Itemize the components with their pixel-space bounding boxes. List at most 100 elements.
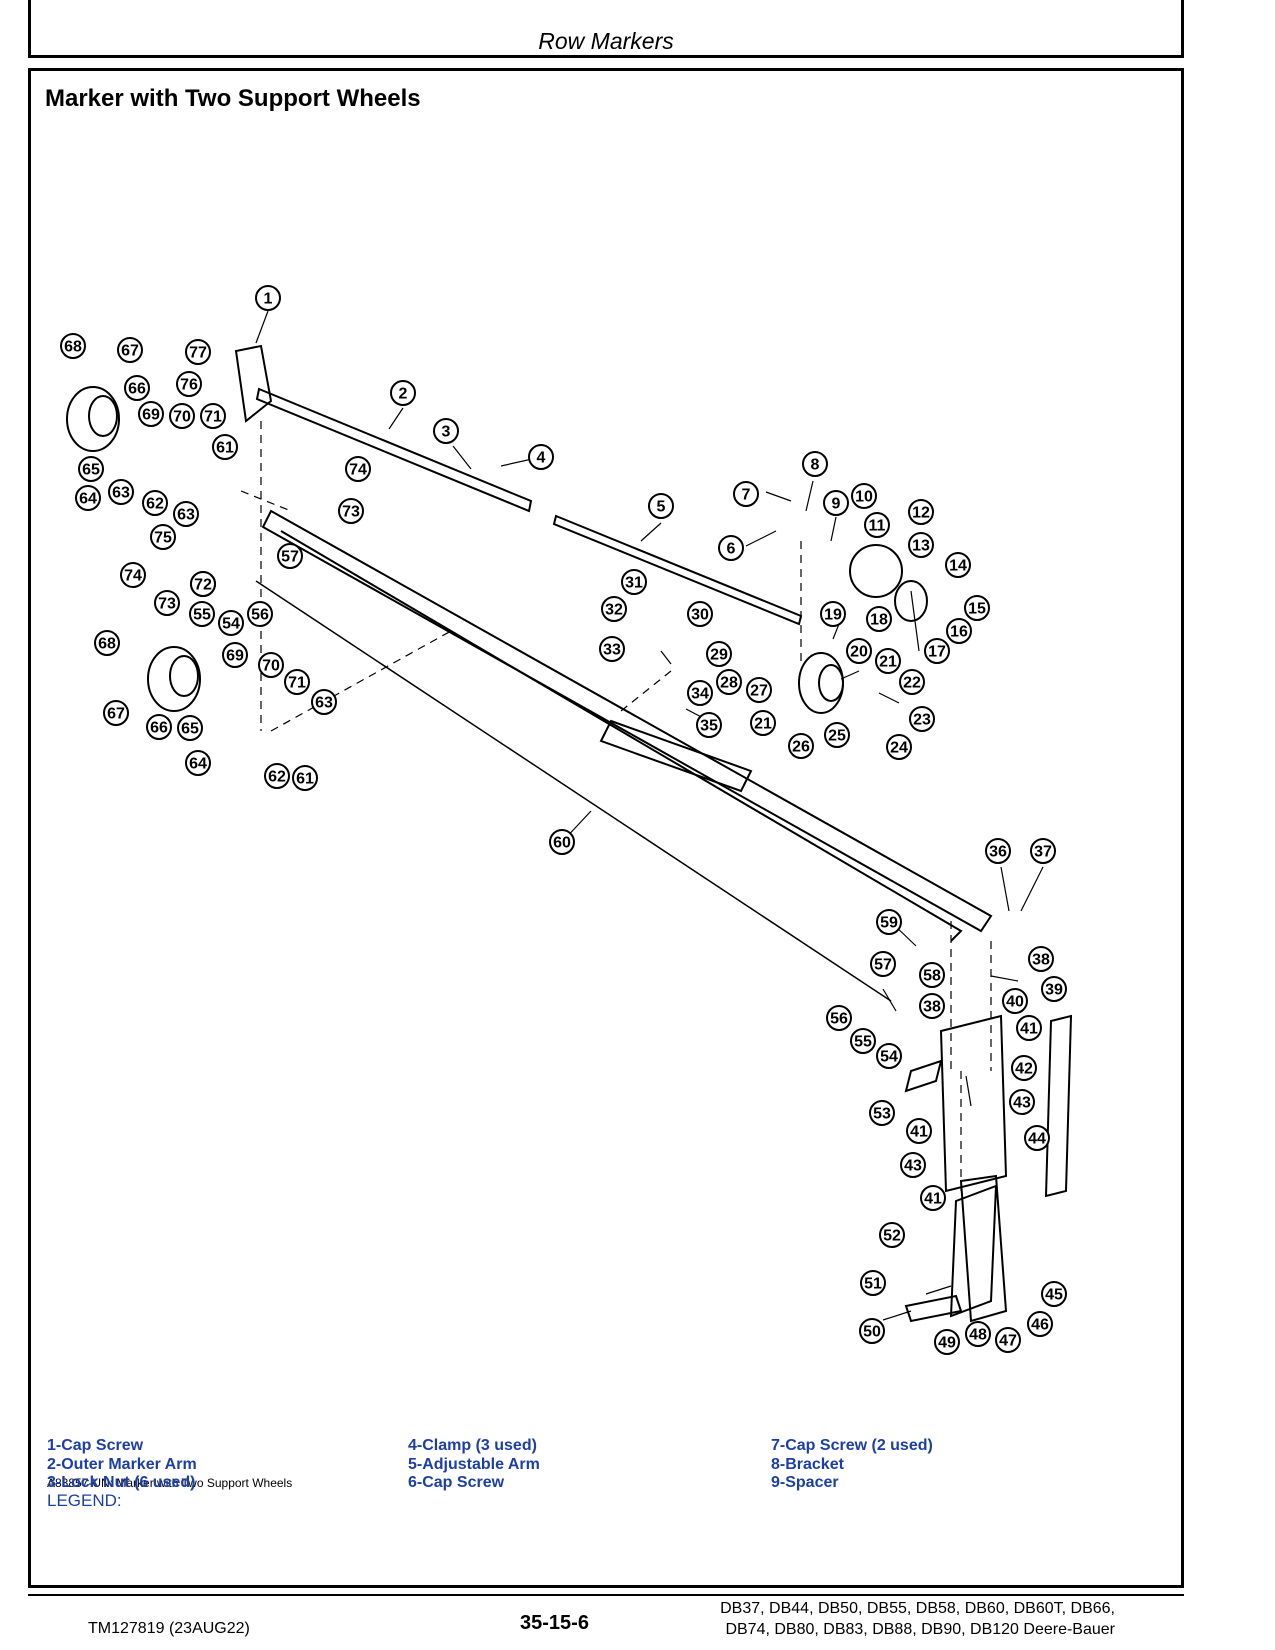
footer-models: DB37, DB44, DB50, DB55, DB58, DB60, DB60… [720,1598,1115,1640]
callout-26: 26 [788,733,814,759]
callout-label: 25 [828,728,846,745]
callout-53: 53 [869,1100,895,1126]
callout-label: 30 [691,607,709,624]
callout-30: 30 [687,601,713,627]
callout-label: 16 [950,624,968,641]
callout-label: 41 [1020,1021,1038,1038]
callout-65: 65 [78,456,104,482]
callout-41: 41 [906,1118,932,1144]
callout-label: 67 [121,343,139,360]
callout-10: 10 [851,483,877,509]
callout-62: 62 [142,490,168,516]
callout-4: 4 [528,444,554,470]
callout-16: 16 [946,618,972,644]
callout-label: 33 [603,642,621,659]
callout-57: 57 [870,951,896,977]
callout-label: 55 [193,607,211,624]
callout-label: 44 [1028,1131,1046,1148]
callout-51: 51 [860,1270,886,1296]
callout-label: 17 [928,644,946,661]
callout-66: 66 [124,375,150,401]
footer-doc-id: TM127819 (23AUG22) [88,1620,250,1637]
callout-label: 36 [989,844,1007,861]
callout-74: 74 [345,456,371,482]
callout-label: 69 [142,407,160,424]
callout-label: 48 [969,1327,987,1344]
callout-24: 24 [886,734,912,760]
callout-54: 54 [218,610,244,636]
exploded-diagram [66,310,1073,1323]
callout-label: 5 [657,499,666,516]
callout-label: 3 [442,424,451,441]
callout-label: 67 [107,706,125,723]
callout-39: 39 [1041,976,1067,1002]
callout-15: 15 [964,595,990,621]
callout-label: 29 [710,647,728,664]
callout-label: 54 [880,1049,898,1066]
callout-58: 58 [919,962,945,988]
callout-label: 64 [189,756,207,773]
callout-61: 61 [292,765,318,791]
wheel-upper-left [66,386,120,452]
legend-item: 7-Cap Screw (2 used) [771,1437,933,1454]
callout-73: 73 [154,590,180,616]
callout-14: 14 [945,552,971,578]
callout-label: 61 [216,440,234,457]
callout-62: 62 [264,763,290,789]
legend-item: 1-Cap Screw [47,1437,144,1454]
callout-label: 56 [251,607,269,624]
callout-label: 76 [180,377,198,394]
callout-13: 13 [908,532,934,558]
callout-68: 68 [94,630,120,656]
callout-label: 70 [262,658,280,675]
callout-50: 50 [859,1318,885,1344]
callout-36: 36 [985,838,1011,864]
callout-label: 15 [968,601,986,618]
legend-item: 3-Lock Nut (6 used) [47,1474,196,1491]
callout-label: 69 [226,648,244,665]
callout-label: 21 [754,716,772,733]
callout-label: 68 [64,339,82,356]
callout-32: 32 [601,596,627,622]
callout-label: 73 [158,596,176,613]
callout-label: 12 [912,505,930,522]
callout-label: 63 [177,507,195,524]
callout-61: 61 [212,434,238,460]
callout-label: 31 [625,575,643,592]
callout-38: 38 [919,993,945,1019]
callout-label: 74 [124,568,142,585]
callout-44: 44 [1024,1125,1050,1151]
callout-label: 68 [98,636,116,653]
callout-68: 68 [60,333,86,359]
callout-label: 61 [296,771,314,788]
callout-3: 3 [433,418,459,444]
hinge-plates [939,1014,1008,1193]
callout-1: 1 [255,285,281,311]
callout-label: 21 [879,654,897,671]
callout-41: 41 [920,1185,946,1211]
callout-label: 19 [824,607,842,624]
callout-63: 63 [173,501,199,527]
callout-52: 52 [879,1222,905,1248]
callout-label: 34 [691,686,709,703]
callout-27: 27 [746,677,772,703]
section-title: Marker with Two Support Wheels [45,85,421,112]
callout-25: 25 [824,722,850,748]
callout-label: 75 [154,530,172,547]
callout-label: 60 [553,835,571,852]
callout-label: 62 [146,496,164,513]
callout-71: 71 [200,403,226,429]
callout-label: 49 [938,1335,956,1352]
callout-45: 45 [1041,1281,1067,1307]
callout-41: 41 [1016,1015,1042,1041]
callout-label: 65 [181,721,199,738]
callout-label: 51 [864,1276,882,1293]
outer-marker-arm [255,387,533,513]
callout-19: 19 [820,601,846,627]
legend-item: 5-Adjustable Arm [408,1456,540,1473]
callout-12: 12 [908,499,934,525]
callout-55: 55 [189,601,215,627]
callout-label: 13 [912,538,930,555]
callout-label: 62 [268,769,286,786]
callout-47: 47 [995,1327,1021,1353]
